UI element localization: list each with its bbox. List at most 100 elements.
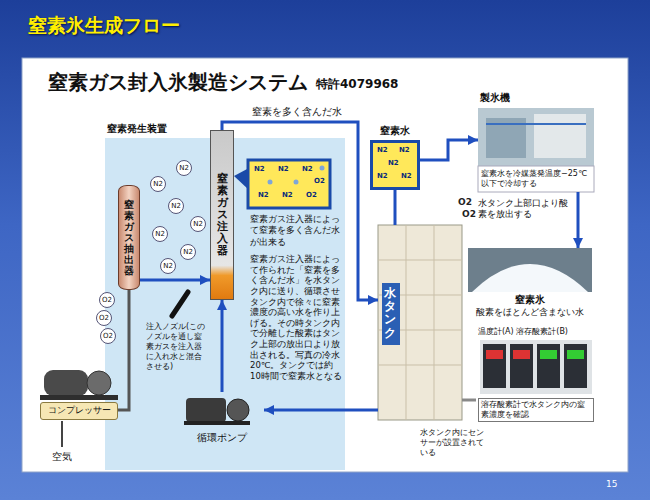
molecule-label: N2: [254, 166, 265, 173]
gas-bubble: N2: [160, 258, 176, 274]
note-text: 窒素ガス注入器によって作られた「窒素を多く含んだ水」を水タンク内に送り、循環させ…: [250, 254, 344, 382]
extractor-cylinder: 窒素ガス抽出器: [118, 185, 140, 290]
molecule-label: N2: [302, 166, 313, 173]
edge-label: 窒素を多く含んだ水: [250, 106, 344, 119]
connector: [577, 192, 580, 248]
compressor-label: コンプレッサー: [40, 402, 118, 420]
gas-bubble: O2: [99, 292, 115, 308]
gas-bubble: N2: [150, 176, 166, 192]
node-text: 窒素水: [363, 125, 427, 138]
node-text: コンプレッサー: [48, 405, 111, 416]
note-text: 水タンク上部口より酸素を放出する: [478, 198, 570, 221]
ice-photo: [468, 248, 592, 292]
panel-shape: [22, 58, 628, 472]
tank-seam: [378, 260, 462, 261]
node-text: 循環ポンプ: [197, 432, 247, 445]
meter-display: [486, 350, 503, 359]
machine-pipe: [486, 123, 586, 125]
ice-pile: [472, 264, 588, 292]
node-text: 水タンク: [384, 287, 396, 340]
gas-bubble: N2: [180, 244, 196, 260]
molecule-label: N2: [282, 192, 293, 199]
meter-symbol: [537, 344, 560, 388]
tank-label-strip: [382, 283, 400, 345]
label: 空気: [52, 451, 72, 464]
connector: [420, 140, 478, 160]
molecule-label: N2: [401, 173, 412, 180]
molecule-label: O2: [306, 192, 317, 199]
note-text: 水タンク内にセンサーが設置されている: [420, 428, 484, 458]
gas-label: O2: [458, 197, 472, 208]
tank-body: [378, 225, 462, 420]
meter-display: [513, 350, 530, 359]
node-text: 製氷機: [480, 92, 510, 105]
machine-caption-band: [478, 166, 594, 192]
meter-panel: 温度計(A) 溶存酸素計(B) 溶存酸素計で水タンク内の窒素濃度を確認: [476, 326, 596, 424]
pump-head: [227, 399, 249, 421]
node-text: 溶存酸素計で水タンク内の窒素濃度を確認: [478, 398, 594, 422]
pump-motor: [186, 398, 226, 422]
meter-symbol: [483, 344, 506, 388]
node-text: 窒素発生装置: [107, 123, 167, 136]
node-text: 窒素ガス抽出器: [124, 199, 134, 276]
water-molecule: [294, 180, 299, 185]
tank-seam: [378, 365, 462, 366]
gas-bubble: N2: [168, 198, 184, 214]
connector: [140, 279, 210, 282]
tank-seam: [434, 225, 435, 420]
molecule-label: N2: [377, 147, 388, 154]
compressor-base: [40, 395, 118, 400]
injector-inset: [248, 160, 330, 208]
slide-title: 窒素氷生成フロー: [28, 14, 180, 38]
node-text: 温度計(A) 溶存酸素計(B): [478, 327, 568, 337]
machine-photo: [478, 108, 594, 166]
connector: [118, 290, 129, 410]
water-molecule: [268, 180, 273, 185]
gas-bubble: N2: [190, 216, 206, 232]
node-text: 窒素水を冷媒蒸発温度−25℃以下で冷却する: [481, 169, 591, 189]
node-text: 窒素ガス封入氷製造システム: [48, 70, 308, 95]
air-intake-line: [61, 421, 63, 447]
water-molecule: [320, 166, 325, 171]
molecule-label: N2: [278, 166, 289, 173]
injector-column: 窒素ガス注入器: [210, 130, 234, 300]
gas-bubble: O2: [96, 310, 112, 326]
meter-symbol: [564, 344, 587, 388]
node-text: 酸素をほとんど含まない水: [476, 307, 584, 318]
meter-display: [540, 350, 557, 359]
meter-display: [567, 350, 584, 359]
connector: [394, 190, 397, 225]
molecule-label: N2: [377, 173, 388, 180]
connector: [462, 399, 476, 402]
molecule-label: N2: [388, 160, 399, 167]
region-shape: [105, 138, 345, 470]
nozzle-symbol: [172, 292, 188, 316]
compressor-head: [87, 371, 111, 395]
gas-label: O2: [462, 209, 476, 220]
node-text: 窒素ガス注入器: [217, 173, 228, 258]
meter-symbol: [510, 344, 533, 388]
water-tank: 水タンク: [378, 225, 462, 420]
molecule-label: N2: [258, 192, 269, 199]
compressor-motor: [44, 370, 88, 396]
node-text: 特許4079968: [316, 77, 398, 92]
pump: 循環ポンプ: [180, 392, 264, 446]
ice-machine: 製氷機窒素水を冷媒蒸発温度−25℃以下で冷却する: [478, 108, 594, 192]
pump-base: [184, 421, 250, 425]
tank-seam: [406, 225, 407, 420]
gas-bubble: O2: [100, 328, 116, 344]
gas-bubble: N2: [176, 160, 192, 176]
nitrogen-ice: 窒素氷酸素をほとんど含まない水: [468, 248, 592, 322]
connector: [264, 409, 378, 412]
connector: [221, 300, 224, 392]
molecule-label: O2: [314, 178, 325, 185]
gas-bubble: N2: [152, 226, 168, 242]
note-text: 注入ノズル(このノズルを通し窒素ガスを注入器に入れ水と混合させる): [146, 322, 208, 372]
meter-photo: [480, 340, 592, 394]
node-text: 窒素氷: [515, 294, 545, 307]
page-number: 15: [606, 479, 617, 490]
molecule-label: N2: [399, 147, 410, 154]
machine-part: [534, 114, 586, 158]
